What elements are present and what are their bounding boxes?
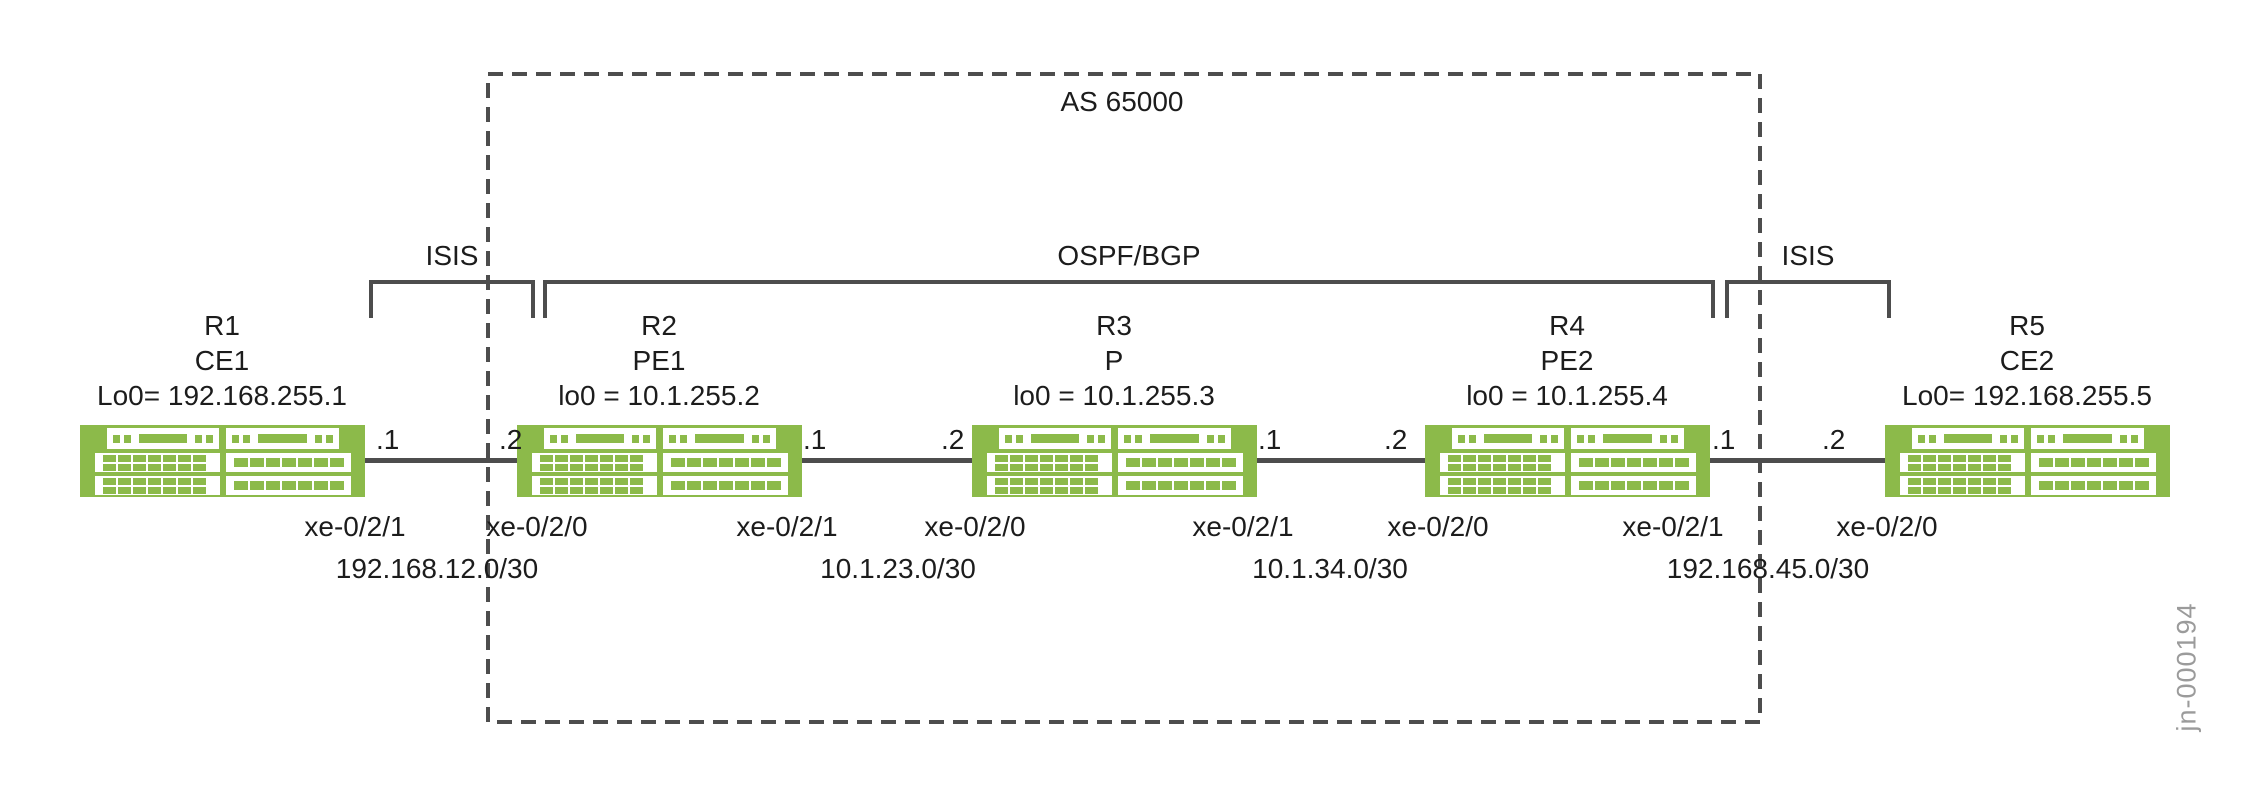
router-ports-panel	[999, 428, 1111, 449]
router-linecard-panel	[1571, 453, 1696, 472]
router-loopback: Lo0= 192.168.255.5	[1902, 380, 2152, 411]
router-linecard-panel	[1118, 476, 1243, 495]
router-ports-panel	[1118, 428, 1231, 449]
iface-label-r2-right: xe-0/2/1	[736, 511, 838, 542]
router-linecard-panel	[1118, 453, 1243, 472]
isis-label-right: ISIS	[1781, 240, 1835, 271]
router-linecard-panel	[987, 453, 1112, 472]
router-ports-panel	[1452, 428, 1564, 449]
router-role: P	[1104, 345, 1124, 376]
router-label-r4: R4 PE2 lo0 = 10.1.255.4	[1337, 308, 1797, 413]
router-ports-panel	[107, 428, 219, 449]
router-linecard-panel	[226, 453, 351, 472]
router-name: R1	[204, 310, 240, 341]
link4-right-ip-label: .2	[1822, 424, 1846, 455]
link1-left-ip-label: .1	[376, 424, 400, 455]
subnet-label-link3: 10.1.34.0/30	[1252, 553, 1408, 584]
iface-label-r3-right: xe-0/2/1	[1192, 511, 1294, 542]
link3-left-ip-label: .1	[1258, 424, 1282, 455]
iface-label-r4-left: xe-0/2/0	[1387, 511, 1489, 542]
isis-label-left: ISIS	[425, 240, 479, 271]
router-linecard-panel	[663, 453, 788, 472]
router-label-r5: R5 CE2 Lo0= 192.168.255.5	[1797, 308, 2250, 413]
iface-label-r4-right: xe-0/2/1	[1622, 511, 1724, 542]
iface-label-r3-left: xe-0/2/0	[924, 511, 1026, 542]
ospf-bgp-bracket: OSPF/BGP	[543, 240, 1715, 318]
link3-right-ip-label: .2	[1384, 424, 1408, 455]
router-icon-r4	[1425, 425, 1710, 497]
router-ports-panel	[663, 428, 776, 449]
router-linecard-panel	[532, 476, 657, 495]
router-ports-panel	[226, 428, 339, 449]
isis-bracket-left: ISIS	[369, 240, 535, 318]
link2-left-ip-label: .1	[803, 424, 827, 455]
router-role: PE1	[632, 345, 686, 376]
router-role: PE2	[1540, 345, 1594, 376]
as-number-label: AS 65000	[1060, 86, 1184, 117]
subnet-label-link1: 192.168.12.0/30	[335, 553, 539, 584]
router-linecard-panel	[1900, 476, 2025, 495]
router-name: R3	[1096, 310, 1132, 341]
router-loopback: lo0 = 10.1.255.2	[558, 380, 760, 411]
link1-right-ip-label: .2	[499, 424, 523, 455]
router-linecard-panel	[95, 476, 220, 495]
router-linecard-panel	[532, 453, 657, 472]
router-label-r3: R3 P lo0 = 10.1.255.3	[884, 308, 1344, 413]
router-role: CE1	[194, 345, 250, 376]
router-linecard-panel	[95, 453, 220, 472]
router-name: R5	[2009, 310, 2045, 341]
router-name: R2	[641, 310, 677, 341]
subnet-label-link2: 10.1.23.0/30	[820, 553, 976, 584]
router-linecard-panel	[1440, 476, 1565, 495]
router-name: R4	[1549, 310, 1585, 341]
isis-bracket-right: ISIS	[1725, 240, 1891, 318]
router-ports-panel	[2031, 428, 2144, 449]
link4-left-ip-label: .1	[1712, 424, 1736, 455]
router-label-r2: R2 PE1 lo0 = 10.1.255.2	[429, 308, 889, 413]
router-linecard-panel	[2031, 476, 2156, 495]
router-loopback: Lo0= 192.168.255.1	[97, 380, 347, 411]
router-icon-r2	[517, 425, 802, 497]
router-linecard-panel	[1440, 453, 1565, 472]
router-label-r1: R1 CE1 Lo0= 192.168.255.1	[0, 308, 452, 413]
router-ports-panel	[1571, 428, 1684, 449]
iface-label-r2-left: xe-0/2/0	[486, 511, 588, 542]
subnet-label-link4: 192.168.45.0/30	[1666, 553, 1870, 584]
router-ports-panel	[1912, 428, 2024, 449]
router-loopback: lo0 = 10.1.255.4	[1466, 380, 1668, 411]
router-linecard-panel	[226, 476, 351, 495]
router-icon-r5	[1885, 425, 2170, 497]
router-ports-panel	[544, 428, 656, 449]
router-linecard-panel	[663, 476, 788, 495]
router-linecard-panel	[2031, 453, 2156, 472]
iface-label-r1-right: xe-0/2/1	[304, 511, 406, 542]
router-role: CE2	[1999, 345, 2055, 376]
router-linecard-panel	[1571, 476, 1696, 495]
router-icon-r1	[80, 425, 365, 497]
figure-id-watermark: jn-000194	[2171, 602, 2202, 732]
router-linecard-panel	[987, 476, 1112, 495]
link2-right-ip-label: .2	[941, 424, 965, 455]
ospf-bgp-label: OSPF/BGP	[1057, 240, 1201, 271]
router-loopback: lo0 = 10.1.255.3	[1013, 380, 1215, 411]
iface-label-r5-left: xe-0/2/0	[1836, 511, 1938, 542]
router-icon-r3	[972, 425, 1257, 497]
router-linecard-panel	[1900, 453, 2025, 472]
